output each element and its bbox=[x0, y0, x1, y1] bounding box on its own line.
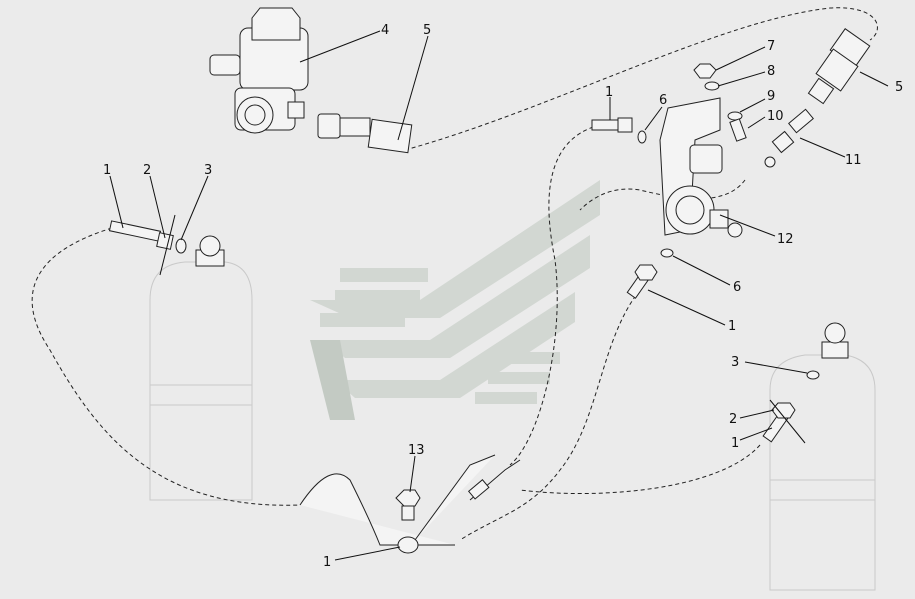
watermark-logo bbox=[310, 180, 600, 420]
callout-l1e: 1 bbox=[323, 555, 331, 570]
callout-l3a: 3 bbox=[204, 163, 212, 178]
pressure-regulator-part-4 bbox=[209, 7, 309, 134]
callout-labels: 1 2 3 4 5 1 6 7 8 9 10 5 11 12 6 1 3 2 1… bbox=[103, 23, 903, 570]
callout-l2a: 2 bbox=[143, 163, 151, 178]
callout-l10: 10 bbox=[767, 109, 784, 124]
hose-assembly-bottom bbox=[299, 454, 521, 554]
hose-fitting-part-5-left bbox=[317, 113, 413, 154]
hose-routes bbox=[31, 7, 878, 541]
callout-l3b: 3 bbox=[731, 355, 739, 370]
callout-l12: 12 bbox=[777, 232, 794, 247]
callout-l4: 4 bbox=[381, 23, 389, 38]
callout-l5b: 5 bbox=[895, 80, 903, 95]
callout-l1c: 1 bbox=[728, 319, 736, 334]
cut-lines-part-2 bbox=[159, 214, 806, 444]
washer-part-8 bbox=[704, 81, 720, 91]
callout-l2b: 2 bbox=[729, 412, 737, 427]
washers-3-and-6 bbox=[175, 130, 820, 380]
nut-part-13 bbox=[395, 489, 421, 521]
gas-cylinder-right bbox=[769, 322, 876, 591]
callout-l13: 13 bbox=[408, 443, 425, 458]
callout-l1a: 1 bbox=[103, 163, 111, 178]
callout-l11: 11 bbox=[845, 153, 862, 168]
callout-l9: 9 bbox=[767, 89, 775, 104]
nut-part-7 bbox=[693, 63, 717, 79]
leader-lines bbox=[109, 30, 889, 561]
callout-l8: 8 bbox=[767, 64, 775, 79]
hose-fitting-part-5-right bbox=[807, 28, 871, 105]
fitting-part-1-instances bbox=[108, 117, 796, 443]
callout-l1d: 1 bbox=[731, 436, 739, 451]
small-parts-7-to-11 bbox=[693, 63, 814, 168]
callout-l5a: 5 bbox=[423, 23, 431, 38]
bracket-gauge-part-12 bbox=[659, 97, 743, 238]
washer-part-9 bbox=[727, 111, 743, 121]
bolt-part-10 bbox=[729, 118, 747, 142]
callout-l7: 7 bbox=[767, 39, 775, 54]
gas-cylinder-left bbox=[149, 235, 253, 501]
callout-l6b: 6 bbox=[733, 280, 741, 295]
callout-l1b: 1 bbox=[605, 85, 613, 100]
fitting-part-11 bbox=[788, 108, 814, 134]
callout-l6a: 6 bbox=[659, 93, 667, 108]
